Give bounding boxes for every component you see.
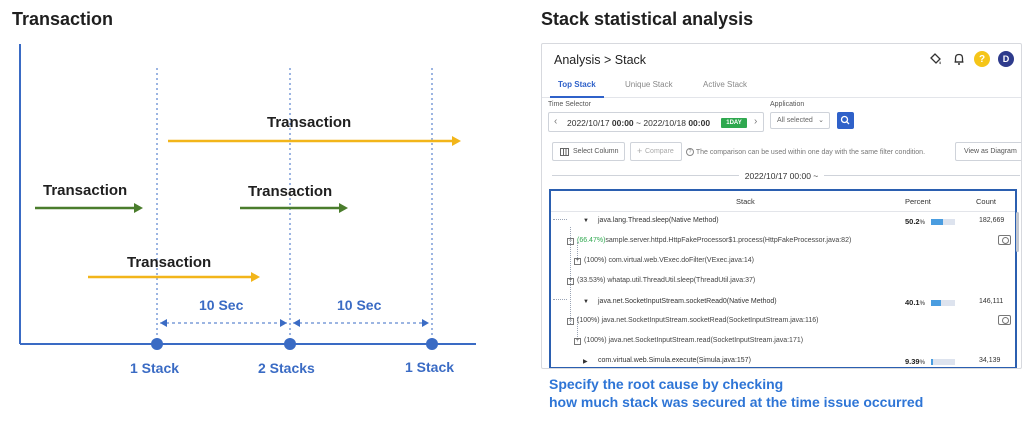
tab-active-stack[interactable]: Active Stack [703, 80, 748, 89]
expand-arrow-icon[interactable]: ▶ [583, 359, 588, 365]
camera-icon[interactable] [998, 235, 1011, 245]
stack-row-text[interactable]: (33.53%) whatap.util.ThreadUtil.sleep(Th… [577, 277, 756, 284]
transaction-label: Transaction [248, 183, 332, 200]
count-value: 34,139 [979, 357, 1001, 364]
count-value: 182,669 [979, 217, 1005, 224]
expand-box-icon[interactable]: + [567, 278, 574, 285]
interval-arrow [293, 319, 429, 327]
tree-guide [570, 227, 571, 324]
search-button[interactable] [837, 112, 854, 129]
interval-label: 10 Sec [199, 297, 244, 313]
collapse-box-icon[interactable]: − [567, 318, 574, 325]
caption: Specify the root cause by checking how m… [549, 375, 923, 411]
tree-guide [577, 317, 578, 337]
breadcrumb: Analysis > Stack [554, 53, 647, 67]
stack-row-text[interactable]: com.virtual.web.Simula.execute(Simula.ja… [598, 357, 751, 364]
interval-label: 10 Sec [337, 297, 382, 313]
filter-note: ? The comparison can be used within one … [686, 148, 925, 156]
stack-row-text[interactable]: (100%) java.net.SocketInputStream.read(S… [584, 337, 804, 344]
chevron-right-icon[interactable]: › [754, 116, 758, 127]
tree-guide [577, 242, 578, 260]
active-tab-indicator [550, 96, 604, 98]
transaction-arrow [88, 272, 260, 282]
application-select-value: All selected [777, 117, 813, 124]
stack-row-text[interactable]: (66.47%)sample.server.httpd.HttpFakeProc… [577, 237, 852, 244]
transaction-arrow [168, 136, 461, 146]
interval-arrow [160, 319, 287, 327]
transaction-label: Transaction [127, 254, 211, 271]
column-header-count[interactable]: Count [976, 197, 997, 206]
date-header: 2022/10/17 00:00 ~ [542, 171, 1021, 181]
stack-table: Stack Percent Count ▼ java.lang.Thread.s… [549, 189, 1017, 368]
chevron-left-icon[interactable]: ‹ [554, 116, 558, 127]
compare-button[interactable]: + Compare [630, 142, 682, 161]
paint-bucket-icon[interactable] [928, 51, 944, 67]
percent-value: 50.2% [905, 217, 925, 226]
table-header-divider [551, 211, 1015, 212]
time-range-text: 2022/10/17 00:00 ~ 2022/10/18 00:00 [567, 118, 711, 128]
stack-count-label: 2 Stacks [258, 360, 315, 376]
transaction-label: Transaction [267, 114, 351, 131]
collapse-arrow-icon[interactable]: ▼ [583, 218, 589, 224]
caption-line: Specify the root cause by checking [549, 376, 784, 392]
percent-bar-fill [931, 359, 934, 365]
stack-point [284, 338, 296, 350]
view-as-diagram-button[interactable]: View as Diagram [955, 142, 1021, 161]
select-column-button[interactable]: Select Column [552, 142, 625, 161]
application-label: Application [770, 101, 805, 108]
percent-value: 40.1% [905, 298, 925, 307]
percent-bar [931, 300, 955, 306]
tab-top-stack[interactable]: Top Stack [558, 80, 596, 89]
stack-row-text[interactable]: (100%) java.net.SocketInputStream.socket… [577, 317, 819, 324]
stack-point [426, 338, 438, 350]
percent-bar-fill [931, 300, 941, 306]
stack-analysis-window: Analysis > Stack ? D Top Stack Unique St… [541, 43, 1022, 369]
avatar[interactable]: D [998, 51, 1014, 67]
column-header-stack[interactable]: Stack [736, 197, 755, 206]
plus-icon: + [637, 146, 643, 156]
percent-bar [931, 219, 955, 225]
search-icon [840, 115, 850, 125]
stack-count-label: 1 Stack [130, 360, 179, 376]
left-title: Transaction [12, 9, 114, 29]
transaction-arrow [240, 203, 348, 213]
column-header-percent[interactable]: Percent [905, 197, 931, 206]
scrollbar[interactable] [1016, 212, 1019, 252]
duration-badge: 1DAY [721, 118, 747, 128]
chevron-down-icon: ⌄ [818, 117, 824, 124]
count-value: 146,111 [979, 298, 1004, 305]
application-select[interactable]: All selected ⌄ [770, 112, 830, 129]
percent-bar [931, 359, 955, 365]
stack-count-label: 1 Stack [405, 359, 454, 375]
time-selector[interactable]: ‹ 2022/10/17 00:00 ~ 2022/10/18 00:00 1D… [548, 112, 764, 132]
expand-box-icon[interactable]: + [574, 338, 581, 345]
info-icon: ? [686, 148, 694, 156]
transaction-label: Transaction [43, 182, 127, 199]
columns-icon [560, 148, 569, 156]
help-icon[interactable]: ? [974, 51, 990, 67]
percent-bar-fill [931, 219, 943, 225]
stack-row-text[interactable]: java.lang.Thread.sleep(Native Method) [598, 217, 719, 224]
filter-row: Select Column + Compare ? The comparison… [542, 142, 1021, 162]
tab-bar: Top Stack Unique Stack Active Stack [542, 76, 1021, 98]
expand-box-icon[interactable]: + [574, 258, 581, 265]
tree-guide [553, 299, 567, 300]
collapse-box-icon[interactable]: − [567, 238, 574, 245]
collapse-arrow-icon[interactable]: ▼ [583, 299, 589, 305]
transaction-arrow [35, 203, 143, 213]
caption-line: how much stack was secured at the time i… [549, 394, 924, 410]
tab-unique-stack[interactable]: Unique Stack [625, 80, 673, 89]
camera-icon[interactable] [998, 315, 1011, 325]
tree-guide [553, 219, 567, 220]
right-title: Stack statistical analysis [541, 9, 754, 29]
percent-value: 9.39% [905, 357, 925, 366]
time-selector-label: Time Selector [548, 101, 591, 108]
bell-icon[interactable] [951, 51, 967, 67]
stack-row-text[interactable]: (100%) com.virtual.web.VExec.doFilter(VE… [584, 257, 755, 264]
stack-row-text[interactable]: java.net.SocketInputStream.socketRead0(N… [598, 298, 777, 305]
transaction-diagram: Transaction Transaction Transaction Tran… [19, 44, 476, 376]
stack-point [151, 338, 163, 350]
